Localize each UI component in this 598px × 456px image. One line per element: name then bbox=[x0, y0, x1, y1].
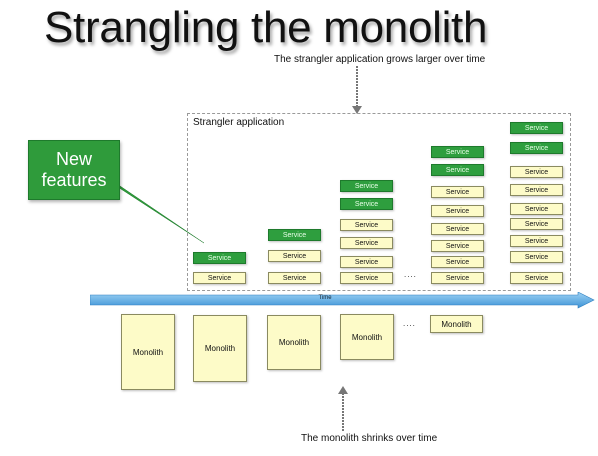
service-legacy: Service bbox=[510, 166, 563, 178]
service-legacy: Service bbox=[431, 205, 484, 217]
monolith: Monolith bbox=[193, 315, 247, 382]
service-new: Service bbox=[193, 252, 246, 264]
shrinks-pointer bbox=[338, 386, 348, 431]
service-legacy: Service bbox=[340, 256, 393, 268]
ellipsis-upper: .... bbox=[404, 270, 417, 279]
service-legacy: Service bbox=[193, 272, 246, 284]
service-legacy: Service bbox=[510, 184, 563, 196]
monolith: Monolith bbox=[430, 315, 483, 333]
service-legacy: Service bbox=[340, 272, 393, 284]
new-features-callout: New features bbox=[28, 140, 120, 200]
service-new: Service bbox=[510, 122, 563, 134]
service-new: Service bbox=[340, 198, 393, 210]
service-legacy: Service bbox=[431, 186, 484, 198]
monolith: Monolith bbox=[121, 314, 175, 390]
ellipsis-lower: .... bbox=[403, 319, 416, 328]
service-legacy: Service bbox=[340, 237, 393, 249]
annotation-grows: The strangler application grows larger o… bbox=[274, 54, 486, 65]
service-new: Service bbox=[340, 180, 393, 192]
monolith: Monolith bbox=[267, 315, 321, 370]
service-legacy: Service bbox=[510, 251, 563, 263]
service-legacy: Service bbox=[431, 240, 484, 252]
service-legacy: Service bbox=[268, 272, 321, 284]
service-legacy: Service bbox=[431, 272, 484, 284]
service-legacy: Service bbox=[268, 250, 321, 262]
service-new: Service bbox=[268, 229, 321, 241]
annotation-shrinks: The monolith shrinks over time bbox=[301, 433, 438, 444]
strangler-application-box: Strangler application bbox=[187, 113, 571, 291]
monolith: Monolith bbox=[340, 314, 394, 360]
service-legacy: Service bbox=[340, 219, 393, 231]
service-legacy: Service bbox=[510, 203, 563, 215]
callout-line-2: features bbox=[41, 170, 107, 190]
time-label: Time bbox=[318, 295, 332, 301]
service-new: Service bbox=[510, 142, 563, 154]
service-legacy: Service bbox=[510, 235, 563, 247]
service-legacy: Service bbox=[510, 218, 563, 230]
service-legacy: Service bbox=[431, 223, 484, 235]
grows-pointer bbox=[352, 66, 362, 114]
page-title: Strangling the monolith bbox=[44, 3, 488, 52]
service-legacy: Service bbox=[431, 256, 484, 268]
time-arrow bbox=[90, 292, 595, 309]
strangler-application-label: Strangler application bbox=[193, 117, 285, 128]
callout-line-1: New bbox=[55, 149, 92, 169]
service-new: Service bbox=[431, 164, 484, 176]
service-legacy: Service bbox=[510, 272, 563, 284]
service-new: Service bbox=[431, 146, 484, 158]
